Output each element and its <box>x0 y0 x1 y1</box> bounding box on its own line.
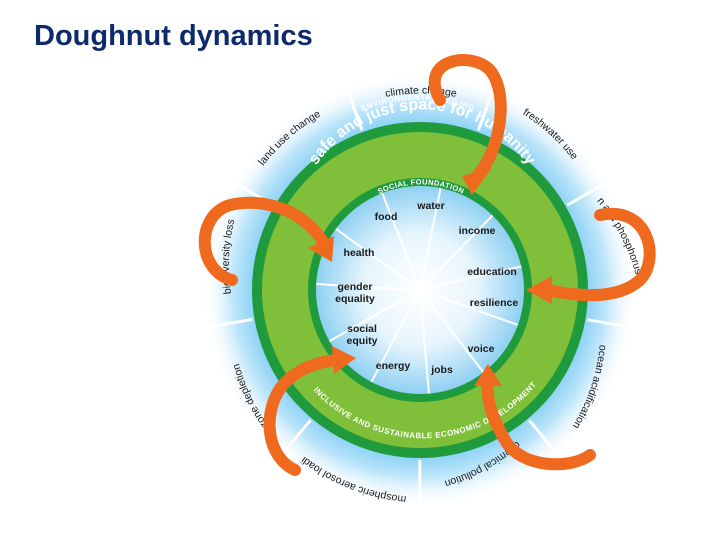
bottom-right-arrow <box>481 374 596 471</box>
social-income: income <box>459 225 496 237</box>
spoke-line <box>335 228 421 291</box>
spoke-line <box>328 289 421 343</box>
boundary-separator <box>344 84 364 131</box>
bottom-left-arrow-head <box>332 346 356 374</box>
boundary-separator <box>278 419 312 458</box>
social-equity-line2: equity <box>347 335 378 347</box>
social-equity-line1: social <box>347 323 377 335</box>
social-energy: energy <box>376 360 411 372</box>
arrow-heads <box>308 168 552 386</box>
social-voice: voice <box>468 343 495 355</box>
spoke-line <box>316 283 421 291</box>
left-arrow-head <box>308 236 334 262</box>
social-education: education <box>467 266 517 278</box>
social-resilience: resilience <box>470 297 519 309</box>
social-health: health <box>344 247 375 259</box>
right-arrow <box>542 207 656 302</box>
boundary-separator <box>587 318 635 330</box>
top-arrow-head <box>462 168 492 195</box>
top-arrow <box>428 54 507 181</box>
boundary-separator <box>205 317 253 330</box>
social-jobs: jobs <box>430 364 453 376</box>
spoke-line <box>419 265 522 291</box>
left-arrow <box>198 196 328 286</box>
spoke-line <box>419 214 494 291</box>
social-food: food <box>375 211 398 223</box>
social-water: water <box>416 200 444 212</box>
outer-separators <box>205 84 635 509</box>
spoke-line <box>381 192 421 291</box>
spoke-line <box>419 289 519 326</box>
slide-title: Doughnut dynamics <box>34 20 313 52</box>
boundary-separator <box>476 84 497 131</box>
spoke-line <box>419 289 430 394</box>
spoke-line <box>419 187 442 291</box>
boundary-separator <box>566 179 610 207</box>
bottom-left-arrow <box>263 354 342 476</box>
boundary-separator <box>528 419 562 459</box>
gender-equality-line1: gender <box>337 281 372 293</box>
inner-spokes <box>316 187 522 394</box>
gender-equality-line2: equality <box>335 293 375 305</box>
spoke-line <box>419 289 485 373</box>
right-arrow-head <box>526 276 552 304</box>
bottom-right-arrow-head <box>474 364 502 386</box>
spoke-line <box>370 289 421 383</box>
feedback-arrows <box>198 54 656 476</box>
